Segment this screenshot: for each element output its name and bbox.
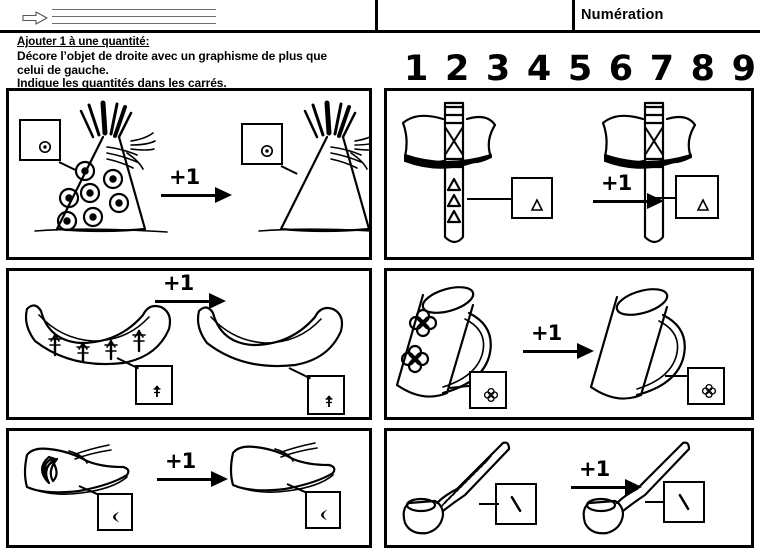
header-divider-2: [572, 0, 575, 33]
slash-stroke-motif-icon: [510, 495, 522, 513]
digit-6: 6: [608, 49, 634, 89]
arrow-feather-motif-group: [48, 329, 146, 363]
operator-plus-one-mug: +1: [523, 321, 597, 361]
crescent-moon-motif-icon: [113, 511, 120, 523]
operator-plus-one-pipe: +1: [571, 457, 645, 497]
operator-plus-one-canoe: +1: [155, 271, 229, 311]
leader-line-axe-left: [467, 198, 513, 200]
answer-box-teepee-left[interactable]: [19, 119, 61, 161]
operator-label: +1: [531, 321, 562, 345]
exercise-panel-moccasin: +1: [6, 428, 372, 548]
crescent-moon-motif-icon: [321, 509, 328, 521]
mug-left-illustration: [395, 286, 492, 398]
teepee-left-illustration: [34, 100, 168, 233]
moccasin-left-illustration: [23, 444, 130, 495]
answer-box-moccasin-right[interactable]: [305, 491, 341, 529]
digit-7: 7: [649, 49, 675, 89]
slash-stroke-motif-group: [440, 455, 492, 508]
instructions-line-1: Décore l’objet de droite avec un graphis…: [17, 49, 328, 63]
digit-2: 2: [444, 49, 470, 89]
axe-left-illustration: [401, 101, 497, 244]
triangle-motif-icon: [696, 198, 710, 211]
operator-plus-one-teepee: +1: [161, 165, 235, 205]
arrow-shaft: [161, 194, 217, 197]
answer-box-canoe-right[interactable]: [307, 375, 345, 415]
operator-label: +1: [579, 457, 610, 481]
arrow-head: [211, 471, 228, 487]
name-rule-lines: [52, 9, 216, 27]
arrow-head: [209, 293, 226, 309]
digit-9: 9: [731, 49, 756, 89]
exercise-panel-canoe: +1: [6, 268, 372, 420]
answer-box-pipe-left[interactable]: [495, 483, 537, 525]
arrow-head: [577, 343, 594, 359]
exercise-panel-teepee: +1: [6, 88, 372, 260]
triangle-motif-group: [446, 177, 462, 224]
answer-box-mug-left[interactable]: [469, 371, 507, 409]
canoe-left-illustration: [24, 304, 172, 366]
number-strip: 1 2 3 4 5 6 7 8 9: [404, 47, 756, 87]
operator-label: +1: [165, 449, 196, 473]
exercise-panel-pipe: +1: [384, 428, 754, 548]
arrow-shaft: [593, 200, 649, 203]
arrow-head: [625, 479, 642, 495]
digit-4: 4: [526, 49, 552, 89]
pipe-right-illustration: [582, 441, 691, 535]
digit-5: 5: [567, 49, 593, 89]
triangle-motif-icon: [530, 198, 544, 211]
instructions-block: Ajouter 1 à une quantité: Décore l’objet…: [17, 36, 367, 91]
answer-box-moccasin-left[interactable]: [97, 493, 133, 531]
slash-stroke-motif-icon: [678, 493, 690, 511]
arrow-head: [215, 187, 232, 203]
arrow-shaft: [523, 350, 579, 353]
arrow-feather-motif-icon: [153, 385, 161, 397]
flower-motif-group: [400, 308, 438, 374]
crescent-moon-motif-group: [40, 455, 59, 485]
answer-box-axe-left[interactable]: [511, 177, 553, 219]
digit-1: 1: [404, 49, 429, 89]
instructions-title: Ajouter 1 à une quantité:: [17, 36, 150, 48]
circle-dot-motif-icon: [260, 144, 274, 158]
axe-right-illustration: [601, 101, 697, 244]
teepee-right-illustration: [258, 100, 369, 233]
moccasin-right-illustration: [229, 442, 336, 493]
operator-label: +1: [169, 165, 200, 189]
circle-dot-motif-icon: [38, 140, 52, 154]
arrow-feather-motif-icon: [325, 395, 333, 407]
exercise-panel-mug: +1: [384, 268, 754, 420]
header-bar: Numération: [0, 0, 760, 33]
digit-3: 3: [485, 49, 511, 89]
right-arrow-outline-icon: [22, 11, 48, 25]
instructions-line-2: celui de gauche.: [17, 62, 109, 77]
header-divider-1: [375, 0, 378, 33]
leader-line-mug-right: [665, 375, 689, 377]
circle-dot-motif-group: [56, 160, 130, 232]
exercise-panel-axe: +1: [384, 88, 754, 260]
leader-line-pipe-right: [645, 501, 665, 503]
leader-line-axe-right: [653, 197, 677, 199]
arrow-shaft: [571, 486, 627, 489]
answer-box-axe-right[interactable]: [675, 175, 719, 219]
operator-plus-one-moccasin: +1: [157, 449, 231, 489]
digit-8: 8: [690, 49, 716, 89]
leader-line-pipe-left: [479, 503, 499, 505]
operator-plus-one-axe: +1: [593, 171, 667, 211]
answer-box-pipe-right[interactable]: [663, 481, 705, 523]
canoe-right-illustration: [196, 306, 344, 368]
answer-box-canoe-left[interactable]: [135, 365, 173, 405]
answer-box-teepee-right[interactable]: [241, 123, 283, 165]
mug-right-illustration: [589, 288, 686, 400]
operator-label: +1: [601, 171, 632, 195]
answer-box-mug-right[interactable]: [687, 367, 725, 405]
student-name-field[interactable]: [22, 6, 222, 28]
operator-label: +1: [163, 271, 194, 295]
flower-motif-icon: [483, 387, 499, 403]
instructions-line-3: Indique les quantités dans les carrés.: [17, 76, 227, 90]
arrow-shaft: [155, 300, 211, 303]
subject-title: Numération: [581, 7, 664, 23]
arrow-shaft: [157, 478, 213, 481]
flower-motif-icon: [701, 383, 717, 399]
pipe-left-illustration: [402, 441, 511, 535]
